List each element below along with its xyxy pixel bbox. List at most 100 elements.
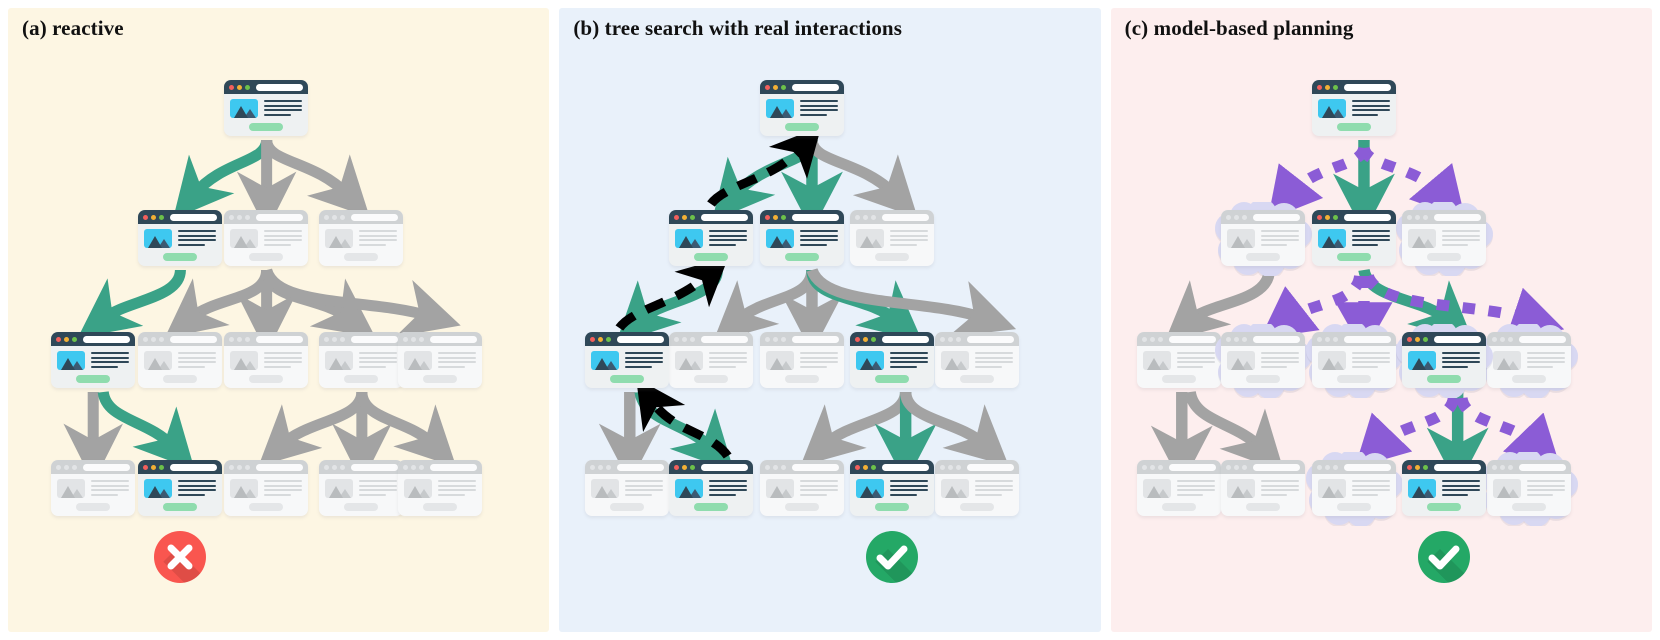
tree-node-r4-n1[interactable] [585,460,670,516]
tree-node-r3-n3[interactable] [224,332,308,388]
traffic-light-dot-3 [956,336,962,342]
tree-node-r2-n2[interactable] [1311,210,1396,266]
tree-node-r2-n2[interactable] [224,210,308,266]
tree-node-r3-n1[interactable] [585,332,670,388]
traffic-light-dot-3 [606,336,612,342]
traffic-light-dot-2 [863,464,869,470]
tree-node-r4-n3[interactable] [760,460,845,516]
tree-node-r3-n5[interactable] [398,332,482,388]
window-content [398,346,482,388]
traffic-light-dot-1 [590,336,596,342]
tree-node-r4-n4[interactable] [1401,460,1486,516]
window-content [224,346,308,388]
text-lines [1526,479,1565,498]
tree-node-r4-n5[interactable] [935,460,1020,516]
tree-node-r2-n1[interactable] [669,210,754,266]
tree-node-r4-n2[interactable] [669,460,754,516]
tree-node-r4-n4[interactable] [319,460,403,516]
url-bar [882,213,930,221]
window-content [585,474,669,516]
tree-node-r3-n2[interactable] [1214,324,1312,399]
window-title-bar [398,332,482,346]
tree-node-r3-n1[interactable] [51,332,135,388]
text-lines [178,351,216,370]
traffic-light-dot-1 [324,336,329,342]
traffic-light-dot-3 [781,84,787,90]
text-lines [709,351,748,370]
image-thumbnail-icon [591,351,620,370]
tree-node-r3-n2[interactable] [138,332,222,388]
url-bar [256,335,303,343]
window-content [1402,224,1486,266]
browser-window-icon [760,210,845,266]
browser-window-icon [1136,332,1221,388]
browser-window-icon [398,332,482,388]
page-action-button [610,375,645,383]
window-content [935,346,1019,388]
url-bar [967,463,1015,471]
tree-node-r1-n1[interactable] [1311,80,1396,136]
tree-node-r4-n4[interactable] [850,460,935,516]
tree-node-r4-n2[interactable] [138,460,222,516]
tree-node-r1-n1[interactable] [760,80,845,136]
window-title-bar [319,210,403,224]
tree-node-r3-n5[interactable] [935,332,1020,388]
tree-node-r2-n3[interactable] [850,210,935,266]
tree-node-r3-n5[interactable] [1480,324,1578,399]
tree-node-r3-n4[interactable] [319,332,403,388]
page-action-button [163,503,197,511]
window-title-bar [760,210,845,224]
page-action-button [875,375,910,383]
tree-node-r2-n2[interactable] [760,210,845,266]
tree-node-r1-n1[interactable] [224,80,308,136]
tree-node-r3-n2[interactable] [669,332,754,388]
traffic-light-dot-1 [1491,336,1497,342]
tree-node-r4-n3[interactable] [1305,452,1403,527]
url-bar [351,463,398,471]
tree-node-r3-n4[interactable] [1395,324,1493,399]
tree-node-r2-n3[interactable] [1395,202,1493,277]
browser-window-icon [1220,460,1305,516]
url-bar [1433,463,1481,471]
window-content [935,474,1019,516]
tree-node-r4-n2[interactable] [1220,460,1305,516]
tree-node-r3-n4[interactable] [850,332,935,388]
traffic-light-dot-1 [1141,336,1147,342]
tree-node-r2-n3[interactable] [319,210,403,266]
tree-node-r3-n3[interactable] [760,332,845,388]
text-lines [1526,351,1565,370]
window-content [760,346,844,388]
tree-node-r3-n1[interactable] [1136,332,1221,388]
tree-node-r4-n5[interactable] [1480,452,1578,527]
panel-title-c: (c) model-based planning [1124,16,1354,40]
browser-window-icon [935,460,1020,516]
image-thumbnail-icon [856,351,885,370]
text-lines [975,479,1014,498]
window-title-bar [585,460,670,474]
traffic-light-dot-2 [64,336,69,342]
image-thumbnail-icon [325,229,353,248]
traffic-light-dot-1 [403,336,408,342]
tree-node-r4-n1[interactable] [51,460,135,516]
tree-node-r2-n1[interactable] [138,210,222,266]
arrow-layer-c [1150,140,1564,487]
page-action-button [1336,253,1371,261]
tree-node-r4-n5[interactable] [398,460,482,516]
window-title-bar [760,332,845,346]
page-action-button [1426,253,1461,261]
tree-node-r4-n3[interactable] [224,460,308,516]
page-action-button [694,253,729,261]
tree-node-r2-n1[interactable] [1214,202,1312,277]
tree-node-r3-n3[interactable] [1305,324,1403,399]
panel-model-based-planning: (c) model-based planning [1110,8,1652,632]
page-action-button [344,375,378,383]
traffic-light-dot-1 [143,214,148,220]
text-lines [625,479,664,498]
traffic-light-dot-3 [245,214,250,220]
tree-node-r4-n1[interactable] [1136,460,1221,516]
traffic-light-dot-1 [1141,464,1147,470]
window-content [1487,474,1571,516]
text-lines [1351,229,1390,248]
browser-window-icon [1220,332,1305,388]
